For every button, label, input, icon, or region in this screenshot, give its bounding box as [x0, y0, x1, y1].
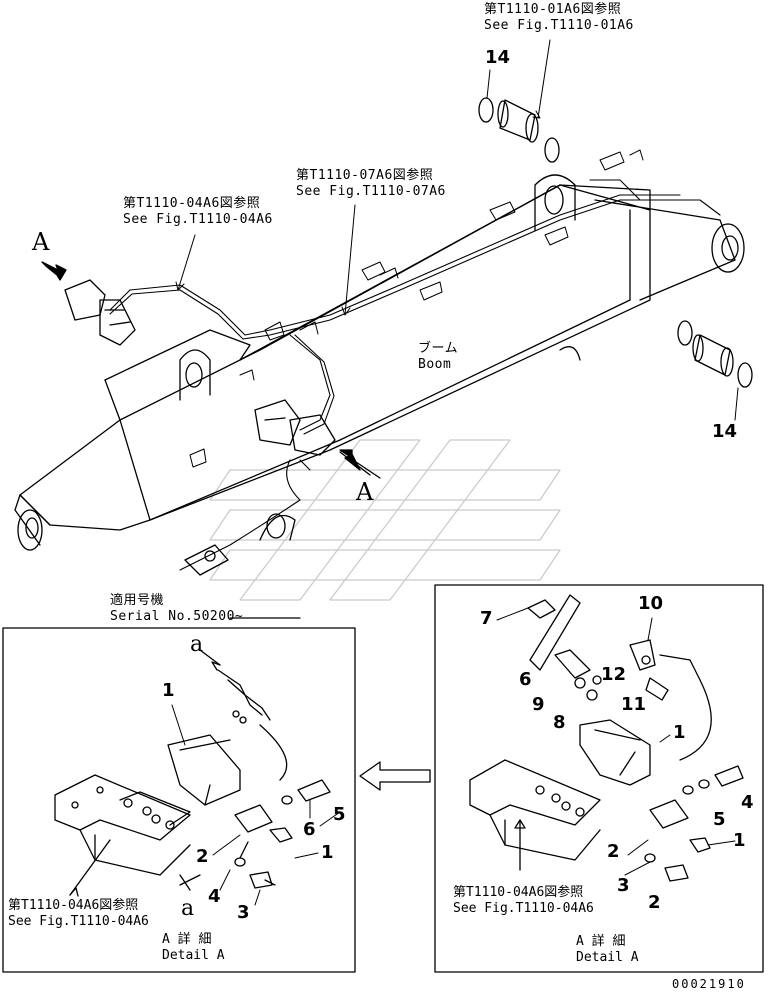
right-part-1-b: 1 [733, 830, 746, 851]
right-part-4: 3 [617, 875, 630, 896]
right-part-2: 2 [607, 841, 620, 862]
right-part-1-a: 1 [673, 722, 686, 743]
view-arrows [41, 261, 361, 471]
view-letter-a-top: A [32, 228, 50, 256]
left-part-1-a: 1 [162, 680, 175, 701]
callout-14-right: 14 [712, 421, 738, 442]
left-part-5: 5 [333, 804, 346, 825]
right-part-11: 10 [638, 593, 664, 614]
callout-14-top: 14 [485, 47, 511, 68]
left-part-4: 4 [208, 886, 221, 907]
right-part-9: 8 [553, 712, 566, 733]
right-detail-leaders [496, 607, 736, 876]
top-ref-en: See Fig.T1110-01A6 [484, 18, 634, 33]
work-lamp-mid [254, 399, 336, 456]
ref-07-jp: 第T1110-07A6図参照 [296, 168, 434, 183]
detail-box-right [434, 584, 764, 973]
left-detail-ref-jp: 第T1110-04A6図参照 [8, 898, 139, 913]
left-detail-drawing [54, 649, 331, 897]
harness-lines [109, 179, 721, 571]
right-detail-drawing [469, 594, 744, 882]
boom-label-jp: ブーム [418, 341, 459, 356]
leader-lines [175, 39, 739, 421]
boom-foot [559, 199, 745, 361]
right-detail-ref-en: See Fig.T1110-04A6 [453, 901, 594, 916]
right-part-10: 9 [532, 694, 545, 715]
right-part-7: 6 [519, 669, 532, 690]
box-arrow [359, 761, 431, 791]
left-part-3: 3 [237, 902, 250, 923]
left-detail-a-bottom: a [181, 896, 195, 921]
left-part-6: 6 [303, 819, 316, 840]
right-part-8: 7 [480, 608, 493, 629]
left-detail-title-jp: A 詳 細 [162, 932, 212, 947]
harness-clamps [189, 149, 644, 468]
serial-label-en: Serial No.50200~ [110, 609, 244, 624]
ref-04-en: See Fig.T1110-04A6 [123, 212, 273, 227]
right-part-3: 2 [648, 892, 661, 913]
view-letter-a-mid: A [356, 478, 374, 506]
detail-box-left [2, 627, 356, 973]
top-ref-jp: 第T1110-01A6図参照 [484, 2, 622, 17]
ref-04-jp: 第T1110-04A6図参照 [123, 196, 261, 211]
serial-label-jp: 適用号機 [110, 593, 165, 608]
left-part-1-b: 1 [321, 842, 334, 863]
bushings-top [478, 97, 560, 163]
left-detail-leaders [171, 704, 341, 906]
boom-label-en: Boom [418, 357, 452, 372]
right-part-6: 5 [713, 809, 726, 830]
left-detail-title-en: Detail A [162, 948, 225, 963]
right-part-13: 12 [601, 664, 627, 685]
bushings-right [677, 320, 753, 388]
boom-bosses [179, 174, 576, 576]
right-part-12: 11 [621, 694, 647, 715]
work-lamp-top [64, 279, 136, 346]
left-detail-ref-en: See Fig.T1110-04A6 [8, 914, 149, 929]
right-detail-ref-jp: 第T1110-04A6図参照 [453, 885, 584, 900]
drawing-id: 00021910 [672, 977, 746, 991]
right-detail-title-jp: A 詳 細 [576, 934, 626, 949]
watermark-logo [209, 439, 561, 601]
right-detail-title-en: Detail A [576, 950, 639, 965]
left-part-2: 2 [196, 846, 209, 867]
boom-body [14, 184, 651, 551]
left-detail-a-top: a [190, 632, 204, 657]
ref-07-en: See Fig.T1110-07A6 [296, 184, 446, 199]
right-part-5: 4 [741, 792, 754, 813]
